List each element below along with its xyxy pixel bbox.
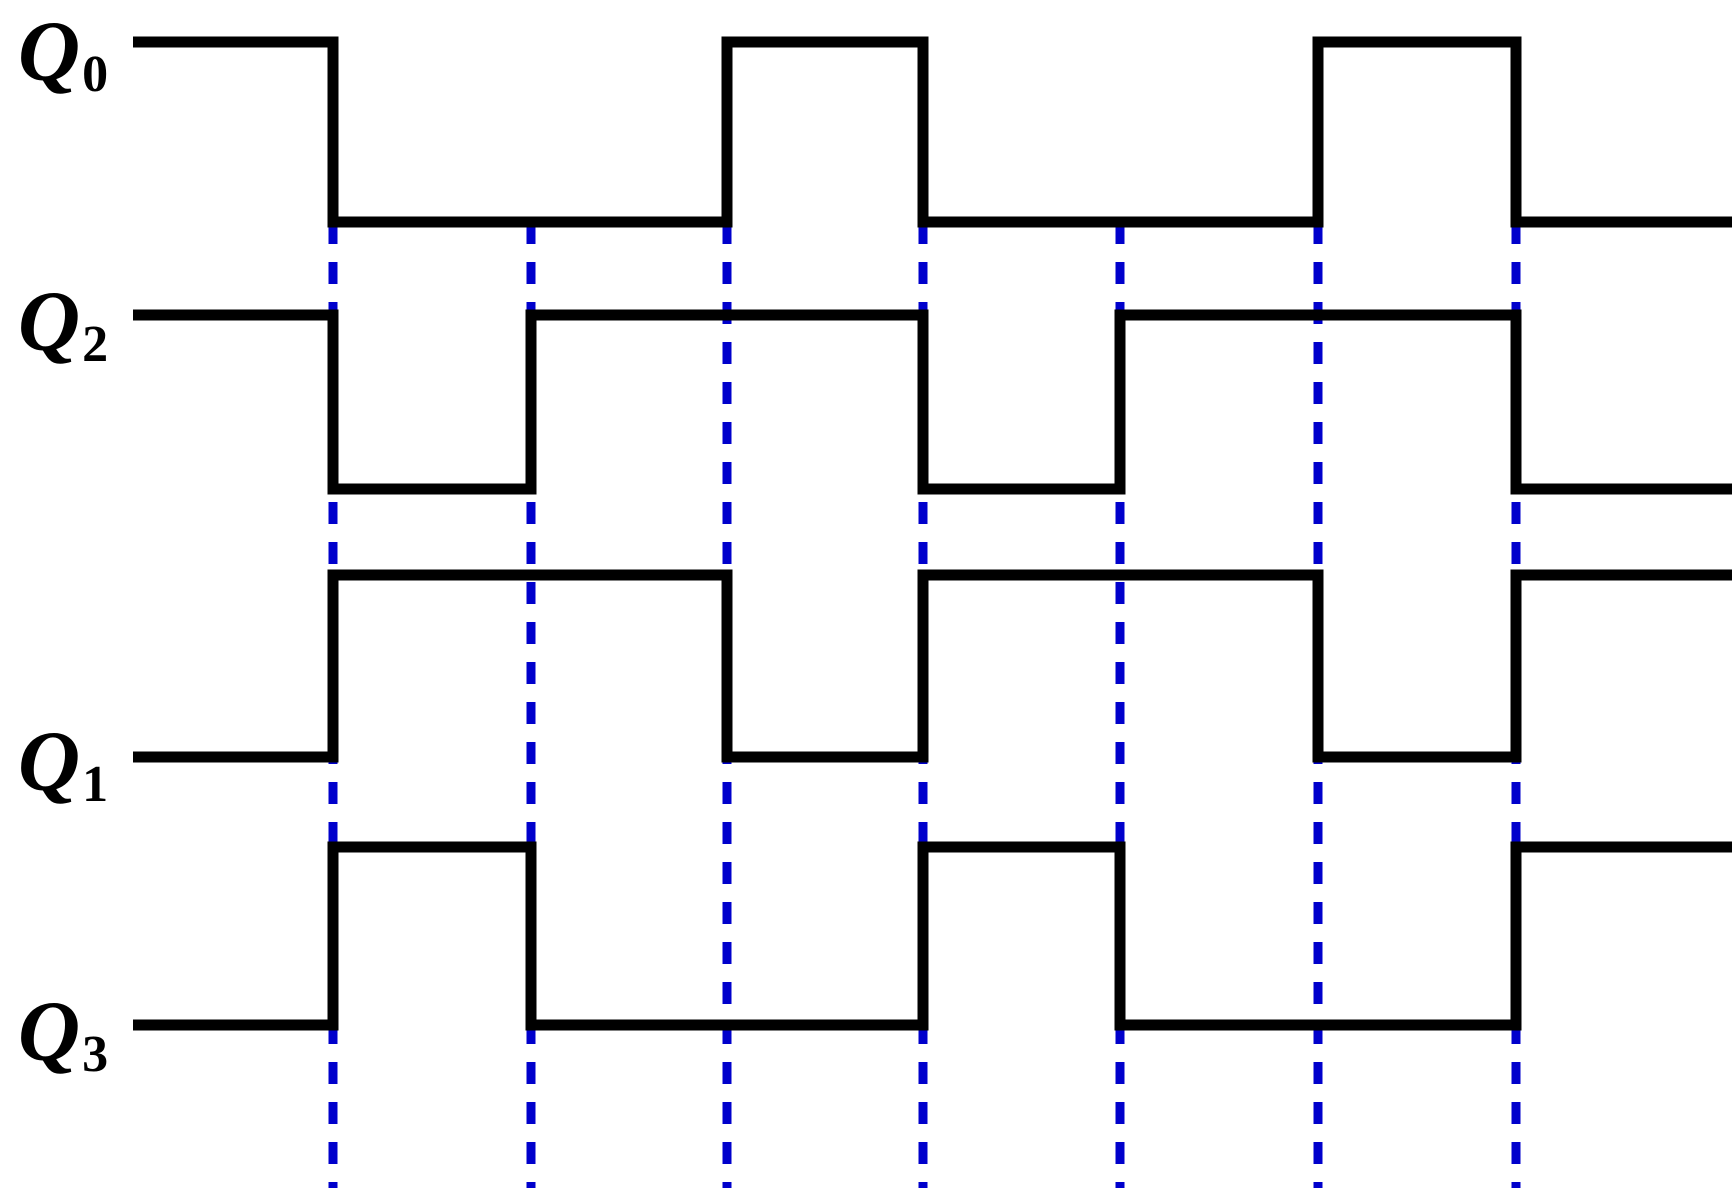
signal-label-subscript: 2 <box>82 316 109 374</box>
signal-label-base: Q <box>18 983 81 1079</box>
signal-label-base: Q <box>18 273 81 369</box>
signal-label-subscript: 3 <box>82 1026 109 1084</box>
signal-label-subscript: 1 <box>82 756 109 814</box>
signal-waveforms-layer <box>133 36 1732 1031</box>
waveform-q1 <box>133 569 1732 763</box>
signal-label-q3: Q3 <box>18 988 108 1081</box>
signal-label-subscript: 0 <box>82 46 109 104</box>
waveform-q0 <box>133 36 1732 228</box>
signal-label-q1: Q1 <box>18 718 108 811</box>
waveform-q2 <box>133 309 1732 495</box>
signal-label-q2: Q2 <box>18 278 108 371</box>
waveform-q3 <box>133 841 1732 1031</box>
signal-label-base: Q <box>18 713 81 809</box>
signal-label-base: Q <box>18 3 81 99</box>
signal-label-q0: Q0 <box>18 8 108 101</box>
